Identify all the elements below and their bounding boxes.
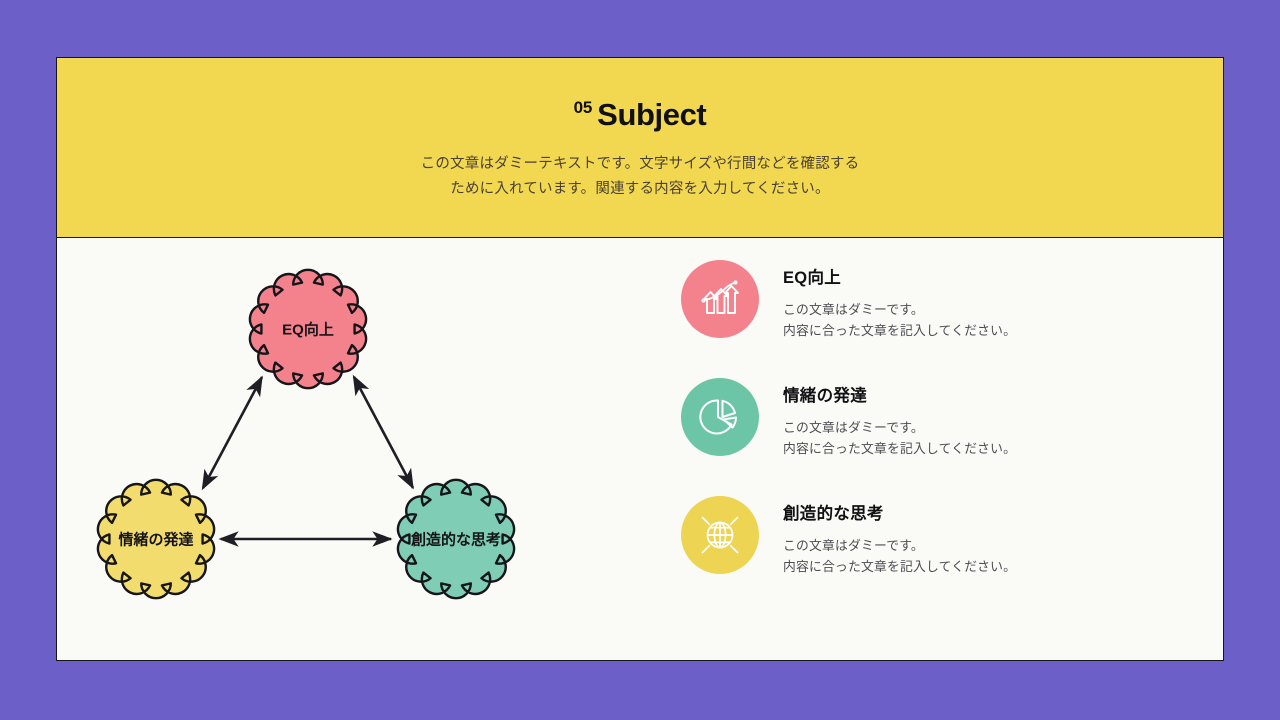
item-description-line-2: 内容に合った文章を記入してください。 — [783, 323, 1017, 339]
list-item[interactable]: EQ向上 この文章はダミーです。 内容に合った文章を記入してください。 — [681, 260, 1183, 342]
diagram-node-emotion[interactable]: 情緒の発達 — [96, 478, 216, 600]
growth-chart-icon — [701, 280, 739, 314]
page-title-text: Subject — [597, 97, 707, 132]
cloud-shape — [248, 268, 368, 390]
diagram-node-label: EQ向上 — [282, 321, 334, 339]
cloud-shape — [96, 478, 216, 600]
page-title-number: 05 — [573, 98, 593, 117]
list-item[interactable]: 創造的な思考 この文章はダミーです。 内容に合った文章を記入してください。 — [681, 495, 1183, 578]
diagram-node-creative[interactable]: 創造的な思考 — [396, 478, 516, 600]
item-text-block: 創造的な思考 この文章はダミーです。 内容に合った文章を記入してください。 — [783, 496, 1016, 578]
pie-chart-icon — [699, 399, 737, 435]
slide-header: 05 Subject この文章はダミーテキストです。文字サイズや行間などを確認す… — [57, 58, 1223, 238]
arrow-emotion-to-eq — [201, 375, 264, 491]
item-text-block: EQ向上 この文章はダミーです。 内容に合った文章を記入してください。 — [783, 260, 1016, 342]
slide-body: EQ向上 情緒の発達 創造的な思考 — [57, 238, 1223, 660]
item-description: この文章はダミーです。 内容に合った文章を記入してください。 — [783, 535, 1016, 578]
item-title: EQ向上 — [783, 269, 842, 287]
slide-frame: 05 Subject この文章はダミーテキストです。文字サイズや行間などを確認す… — [56, 57, 1224, 661]
item-description: この文章はダミーです。 内容に合った文章を記入してください。 — [783, 417, 1016, 460]
page-title: 05 Subject — [574, 99, 707, 130]
diagram-node-label: 情緒の発達 — [118, 531, 193, 549]
arrow-eq-to-creative — [352, 374, 415, 490]
diagram-nodes: EQ向上 情緒の発達 創造的な思考 — [96, 268, 516, 600]
diagram-node-eq[interactable]: EQ向上 — [248, 268, 368, 390]
diagram-canvas: EQ向上 情緒の発達 創造的な思考 — [96, 268, 516, 600]
item-description-line-1: この文章はダミーです。 — [783, 302, 924, 317]
item-title: 情緒の発達 — [783, 386, 867, 405]
item-text-block: 情緒の発達 この文章はダミーです。 内容に合った文章を記入してください。 — [783, 378, 1016, 460]
relationship-diagram: EQ向上 情緒の発達 創造的な思考 — [57, 238, 667, 660]
icon-badge — [681, 495, 759, 574]
icon-badge — [681, 260, 759, 338]
item-description: この文章はダミーです。 内容に合った文章を記入してください。 — [783, 299, 1016, 342]
item-description-line-2: 内容に合った文章を記入してください。 — [783, 441, 1017, 457]
diagram-arrows — [201, 374, 415, 547]
feature-list: EQ向上 この文章はダミーです。 内容に合った文章を記入してください。 — [667, 238, 1223, 660]
item-description-line-1: この文章はダミーです。 — [783, 419, 924, 435]
item-description-line-1: この文章はダミーです。 — [783, 537, 924, 553]
item-title: 創造的な思考 — [783, 504, 884, 523]
cloud-shape — [396, 478, 516, 600]
header-subtitle: この文章はダミーテキストです。文字サイズや行間などを確認する ために入れています… — [421, 152, 860, 202]
list-item[interactable]: 情緒の発達 この文章はダミーです。 内容に合った文章を記入してください。 — [681, 377, 1183, 460]
header-subtitle-line-2: ために入れています。関連する内容を入力してください。 — [450, 181, 830, 198]
diagram-node-label: 創造的な思考 — [410, 531, 501, 549]
globe-network-icon — [701, 516, 739, 554]
item-description-line-2: 内容に合った文章を記入してください。 — [783, 559, 1017, 575]
header-subtitle-line-1: この文章はダミーテキストです。文字サイズや行間などを確認する — [420, 156, 860, 172]
icon-badge — [681, 377, 759, 456]
